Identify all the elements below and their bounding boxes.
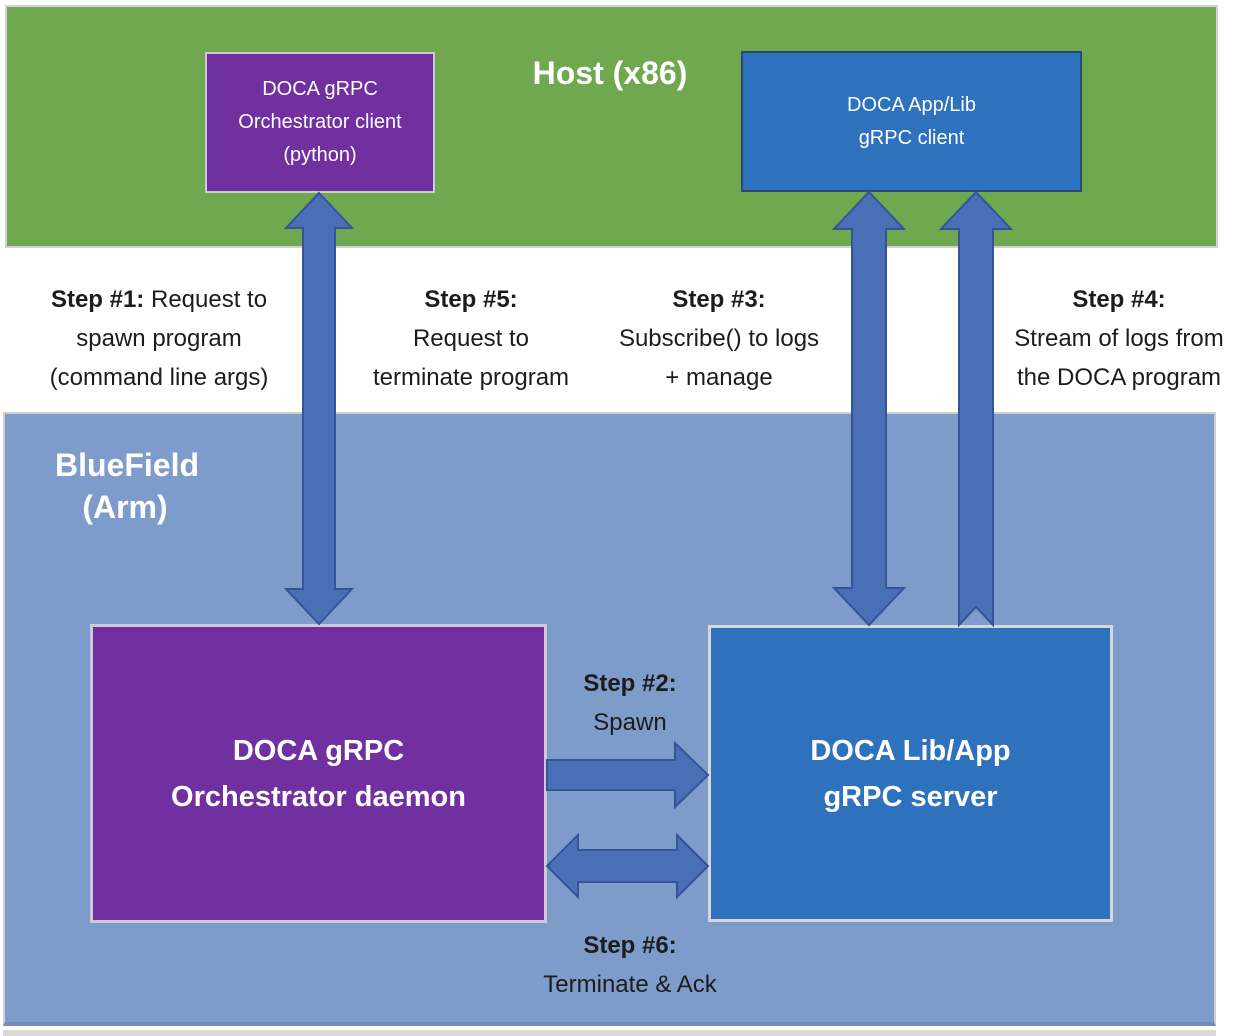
step5-title: Step #5: [424,286,518,313]
orchestrator-client-line1: DOCA gRPC [262,78,378,100]
step1-line1: Step #1: Request to [18,280,300,319]
app-lib-grpc-client-box: DOCA App/Lib gRPC client [741,51,1082,192]
step2-title: Step #2: [583,670,677,697]
orchestrator-daemon-box: DOCA gRPC Orchestrator daemon [90,624,547,923]
step5-line2: terminate program [372,364,570,391]
lib-app-grpc-server-box: DOCA Lib/App gRPC server [708,625,1113,922]
orchestrator-client-line3: (python) [283,144,357,166]
lib-app-server-line2: gRPC server [823,780,998,813]
step3-label: Step #3: Subscribe() to logs + manage [590,280,848,397]
bluefield-title-line2: (Arm) [82,489,168,525]
step6-title: Step #6: [583,932,677,959]
step2-line1: Spawn [593,709,667,736]
step3-line1: Subscribe() to logs [618,325,820,352]
step6-line1: Terminate & Ack [543,971,717,998]
step6-label: Step #6: Terminate & Ack [462,926,798,1004]
app-lib-client-line2: gRPC client [858,126,965,149]
step4-label: Step #4: Stream of logs from the DOCA pr… [988,280,1250,397]
orchestrator-client-box: DOCA gRPC Orchestrator client (python) [205,52,435,193]
step4-line1: Stream of logs from [1014,325,1224,352]
step1-label: Step #1: Request to spawn program (comma… [18,280,300,397]
orchestrator-daemon-line2: Orchestrator daemon [171,780,466,813]
orchestrator-client-line2: Orchestrator client [238,111,402,133]
bluefield-title-line1: BlueField [55,447,200,483]
app-lib-client-line1: DOCA App/Lib [847,93,976,116]
step4-title: Step #4: [1072,286,1166,313]
step5-label: Step #5: Request to terminate program [344,280,598,397]
step1-title: Step #1: [50,286,145,313]
orchestrator-daemon-line1: DOCA gRPC [232,734,405,767]
host-band-title: Host (x86) [532,55,688,91]
step5-line1: Request to [412,325,530,352]
step1-rest: Request to [144,286,268,313]
step4-line2: the DOCA program [1016,364,1222,391]
lib-app-server-line1: DOCA Lib/App [810,734,1011,767]
bluefield-band-title: BlueField (Arm) [55,444,200,528]
step3-title: Step #3: [672,286,766,313]
step2-label: Step #2: Spawn [556,664,704,742]
step3-line2: + manage [665,364,773,391]
bottom-border-strip [3,1030,1216,1036]
step1-line2: spawn program [76,325,242,352]
step1-line3: (command line args) [49,364,269,391]
